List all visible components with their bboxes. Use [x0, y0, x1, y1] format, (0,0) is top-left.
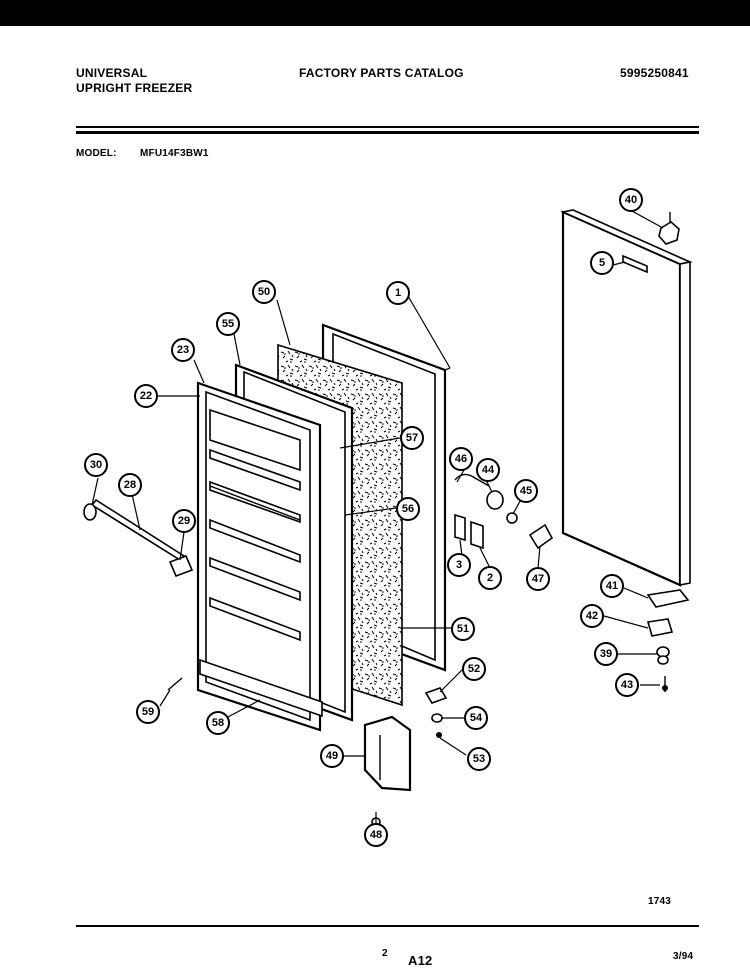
- svg-text:50: 50: [258, 286, 270, 298]
- svg-text:2: 2: [487, 572, 493, 584]
- header-rule-bottom: [76, 131, 699, 134]
- callout-29: 29: [172, 509, 196, 533]
- callout-40: 40: [619, 188, 643, 212]
- callout-57: 57: [400, 426, 424, 450]
- callout-54: 54: [464, 706, 488, 730]
- svg-text:57: 57: [406, 432, 418, 444]
- bottom-hinge-hardware: [646, 589, 690, 692]
- bottom-trim: [199, 658, 323, 718]
- svg-text:54: 54: [470, 712, 483, 724]
- bottom-hinge-center: [424, 687, 448, 738]
- svg-text:59: 59: [142, 706, 154, 718]
- diagram-code: 1743: [648, 896, 672, 907]
- svg-text:51: 51: [457, 623, 469, 635]
- outer-door-panel: [560, 209, 693, 587]
- callout-49: 49: [320, 744, 344, 768]
- callout-53: 53: [467, 747, 491, 771]
- callout-59: 59: [136, 700, 160, 724]
- product-label: UPRIGHT FREEZER: [76, 81, 193, 95]
- callout-30: 30: [84, 453, 108, 477]
- svg-text:52: 52: [468, 663, 480, 675]
- callout-22: 22: [134, 384, 158, 408]
- catalog-title: FACTORY PARTS CATALOG: [299, 66, 464, 80]
- svg-text:30: 30: [90, 459, 102, 471]
- svg-text:3: 3: [456, 559, 462, 571]
- svg-text:1: 1: [395, 287, 401, 299]
- lock-assembly: [454, 473, 554, 550]
- header-rule-top: [76, 126, 699, 128]
- footer-rule: [76, 925, 699, 927]
- callout-55: 55: [216, 312, 240, 336]
- svg-text:44: 44: [482, 464, 495, 476]
- callout-50: 50: [252, 280, 276, 304]
- section-code: A12: [408, 953, 433, 968]
- svg-text:28: 28: [124, 479, 136, 491]
- inner-door-liner: [196, 381, 322, 732]
- callout-58: 58: [206, 711, 230, 735]
- callout-2: 2: [478, 566, 502, 590]
- svg-text:41: 41: [606, 580, 618, 592]
- kick-plate: [363, 715, 412, 827]
- svg-text:53: 53: [473, 753, 485, 765]
- callout-44: 44: [476, 458, 500, 482]
- svg-text:42: 42: [586, 610, 598, 622]
- nameplate-badge: [622, 254, 648, 274]
- model-label: MODEL:: [76, 148, 117, 159]
- callout-45: 45: [514, 479, 538, 503]
- svg-text:56: 56: [402, 503, 414, 515]
- callout-43: 43: [615, 673, 639, 697]
- svg-text:45: 45: [520, 485, 532, 497]
- callout-48: 48: [364, 823, 388, 847]
- svg-text:23: 23: [177, 344, 189, 356]
- svg-text:47: 47: [532, 573, 544, 585]
- catalog-part-number: 5995250841: [620, 66, 689, 80]
- page-number: 2: [382, 948, 388, 959]
- callout-39: 39: [594, 642, 618, 666]
- callout-41: 41: [600, 574, 624, 598]
- top-black-bar: [0, 0, 750, 26]
- svg-text:46: 46: [455, 453, 467, 465]
- svg-text:22: 22: [140, 390, 152, 402]
- callout-52: 52: [462, 657, 486, 681]
- svg-text:55: 55: [222, 318, 234, 330]
- svg-text:49: 49: [326, 750, 338, 762]
- svg-text:43: 43: [621, 679, 633, 691]
- callout-46: 46: [449, 447, 473, 471]
- svg-text:58: 58: [212, 717, 224, 729]
- callout-23: 23: [171, 338, 195, 362]
- revision-date: 3/94: [673, 951, 694, 962]
- hinge-cap-40: [658, 212, 680, 245]
- svg-text:48: 48: [370, 829, 382, 841]
- callout-28: 28: [118, 473, 142, 497]
- callout-56: 56: [396, 497, 420, 521]
- callout-3: 3: [447, 553, 471, 577]
- callout-47: 47: [526, 567, 550, 591]
- callout-1: 1: [386, 281, 410, 305]
- callout-42: 42: [580, 604, 604, 628]
- callout-51: 51: [451, 617, 475, 641]
- brand-label: UNIVERSAL: [76, 66, 148, 80]
- screw-59: [167, 677, 183, 691]
- model-value: MFU14F3BW1: [140, 148, 209, 159]
- shelf-bar-assembly: [83, 498, 194, 578]
- svg-text:40: 40: [625, 194, 637, 206]
- callout-5: 5: [590, 251, 614, 275]
- svg-text:39: 39: [600, 648, 612, 660]
- svg-text:29: 29: [178, 515, 190, 527]
- svg-text:5: 5: [599, 257, 605, 269]
